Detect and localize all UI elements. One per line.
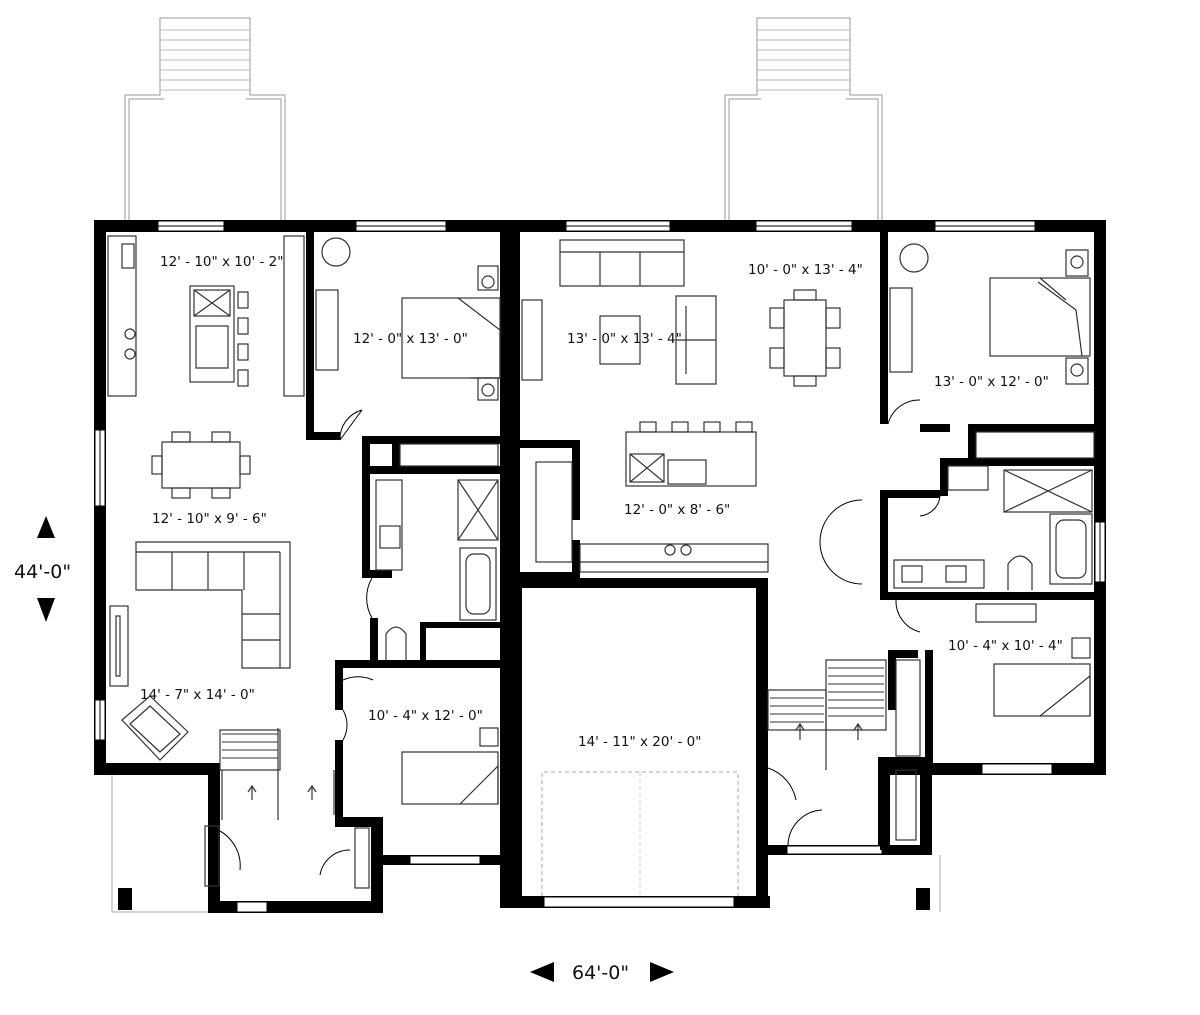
room-label-kitchen-left: 12' - 10" x 10' - 2" <box>160 254 283 270</box>
depth-dimension-label: 44'-0" <box>14 561 71 583</box>
room-label-dining-right: 10' - 0" x 13' - 4" <box>748 262 863 278</box>
dimension-width: 64'-0" <box>530 962 674 984</box>
room-label-living-right: 13' - 0" x 13' - 4" <box>567 331 682 347</box>
room-label-living-left: 14' - 7" x 14' - 0" <box>140 687 255 703</box>
room-label-garage: 14' - 11" x 20' - 0" <box>578 734 701 750</box>
triangle-down-icon <box>37 598 55 622</box>
furniture-left <box>107 235 501 805</box>
room-label-bedroom-right-bottom: 10' - 4" x 10' - 4" <box>948 638 1063 654</box>
doors <box>217 399 941 876</box>
triangle-up-icon <box>37 516 55 538</box>
room-label-bedroom-right-top: 13' - 0" x 12' - 0" <box>934 374 1049 390</box>
room-label-bedroom-left-bottom: 10' - 4" x 12' - 0" <box>368 708 483 724</box>
interior-walls <box>306 220 1106 908</box>
room-label-kitchen-right: 12' - 0" x 8' - 6" <box>624 502 730 518</box>
triangle-right-icon <box>650 962 674 982</box>
windows <box>94 220 1106 913</box>
triangle-left-icon <box>530 962 554 982</box>
porch-posts <box>111 775 941 913</box>
stairs-right <box>767 659 917 841</box>
garage-door <box>541 771 739 896</box>
dimension-depth: 44'-0" <box>14 516 71 622</box>
room-label-bedroom-left-top: 12' - 0" x 13' - 0" <box>353 331 468 347</box>
room-label-dining-left: 12' - 10" x 9' - 6" <box>152 511 267 527</box>
rear-decks <box>124 17 883 222</box>
furniture-right <box>521 239 1095 757</box>
stairs-left <box>204 728 370 889</box>
room-labels: 12' - 10" x 10' - 2" 12' - 0" x 13' - 0"… <box>140 254 1063 750</box>
width-dimension-label: 64'-0" <box>572 962 629 984</box>
